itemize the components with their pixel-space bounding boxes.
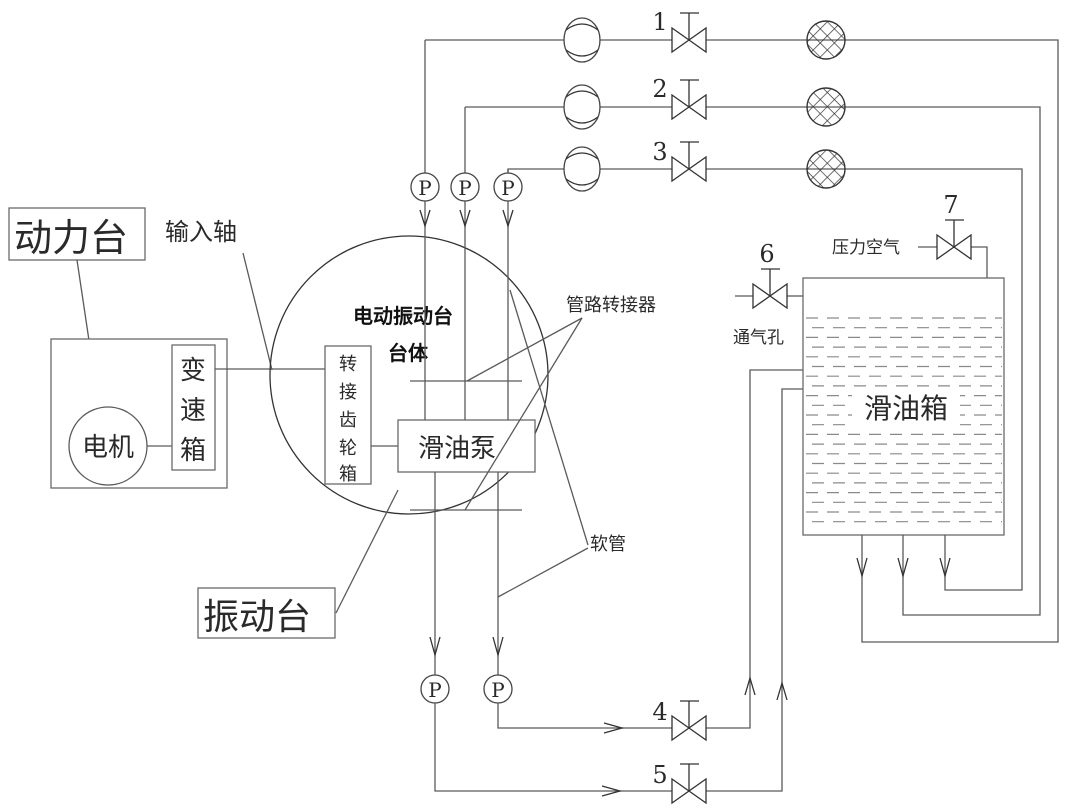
valve-6[interactable]: 6 [752,240,788,310]
adapter-gearbox: 转 接 齿 轮 箱 [324,345,372,485]
oil-pump: 滑油泵 [397,419,536,473]
oil-pump-label: 滑油泵 [418,434,496,464]
branch-3-pipe [507,168,1023,591]
valve-1[interactable]: 1 [652,8,707,54]
pressure-gauge: P [483,674,513,704]
input-shaft-label: 输入轴 [165,218,237,246]
valve-4[interactable]: 4 [652,698,707,742]
vibration-table-label: 振动台 [203,597,311,638]
return-pipe-5 [434,703,672,792]
pipe-adapter-leader-2 [464,317,583,511]
pressure-gauge: P [420,674,450,704]
flow-arrow-down [939,557,951,579]
filter [806,87,846,127]
power-stand-label: 动力台 [14,216,128,260]
valve-7[interactable]: 7 [936,191,972,261]
pressure-gauge-label: P [491,678,504,702]
valve-5[interactable]: 5 [652,761,707,805]
pressure-gauge-label: P [418,176,431,200]
filter [806,149,846,189]
supply-branches [425,39,1059,643]
flow-meter [563,84,601,130]
adapter-gearbox-char: 齿 [339,410,357,431]
valve-2[interactable]: 2 [652,75,707,121]
flow-arrow-down [429,636,441,658]
table-body-label-2: 台体 [388,341,429,365]
oil-tank: 滑油箱 [802,277,1005,536]
flow-arrow-down [492,636,504,658]
pipe-adapter-leader-1 [466,317,583,382]
pressure-gauge: P [410,172,440,229]
adapter-gearbox-char: 轮 [339,438,357,459]
pressure-gauge-label: P [501,176,514,200]
flow-arrow-up [776,680,788,701]
flow-arrow-down [897,557,909,579]
hose-label: 软管 [590,534,626,555]
hose-leader-2 [497,547,589,598]
gearbox-char: 变 [180,356,206,386]
gearbox: 变 速 箱 [171,344,216,471]
valve-6-number: 6 [759,240,774,268]
flow-arrow-right [603,722,625,734]
return-pipe-5-riser [706,388,803,792]
power-stand-label-box: 动力台 [8,207,146,261]
pressure-air-label: 压力空气 [832,238,900,258]
flow-meter [563,17,601,63]
return-pipe-4-riser [706,369,803,729]
return-pipe-4 [497,703,672,729]
valve-7-number: 7 [943,191,958,219]
adapter-gearbox-char: 转 [339,354,357,375]
pressure-gauge: P [450,172,480,229]
vibration-table-leader [335,489,399,614]
valve-4-number: 4 [652,698,667,726]
adapter-gearbox-char: 接 [339,382,357,403]
air-pipe [971,246,988,278]
pressure-gauge-label: P [428,678,441,702]
hose-leader-1 [509,289,589,546]
flow-meter [563,146,601,192]
valve-2-number: 2 [652,75,667,103]
gearbox-char: 速 [180,396,206,426]
valve-3-number: 3 [652,138,667,166]
vent-hole-label: 通气孔 [733,328,784,348]
oil-tank-label: 滑油箱 [864,392,948,425]
pipe-adapter-label: 管路转接器 [566,295,656,316]
gearbox-char: 箱 [180,436,206,466]
branch-2-pipe [465,106,1041,616]
motor-label: 电机 [82,433,134,463]
pressure-gauge-label: P [458,176,471,200]
input-shaft-leader [242,252,273,371]
pressure-gauge: P [493,172,523,229]
valve-5-number: 5 [652,761,667,789]
flow-arrow-down [856,557,868,579]
valve-1-number: 1 [652,8,667,36]
flow-arrow-up [744,675,756,696]
branch-1-pipe [425,39,1059,643]
vibration-table-label-box: 振动台 [197,587,336,639]
adapter-gearbox-char: 箱 [339,464,357,485]
filter [806,20,846,60]
flow-arrow-right [601,785,623,797]
valve-3[interactable]: 3 [652,138,707,183]
table-body-label-1: 电动振动台 [353,304,453,328]
